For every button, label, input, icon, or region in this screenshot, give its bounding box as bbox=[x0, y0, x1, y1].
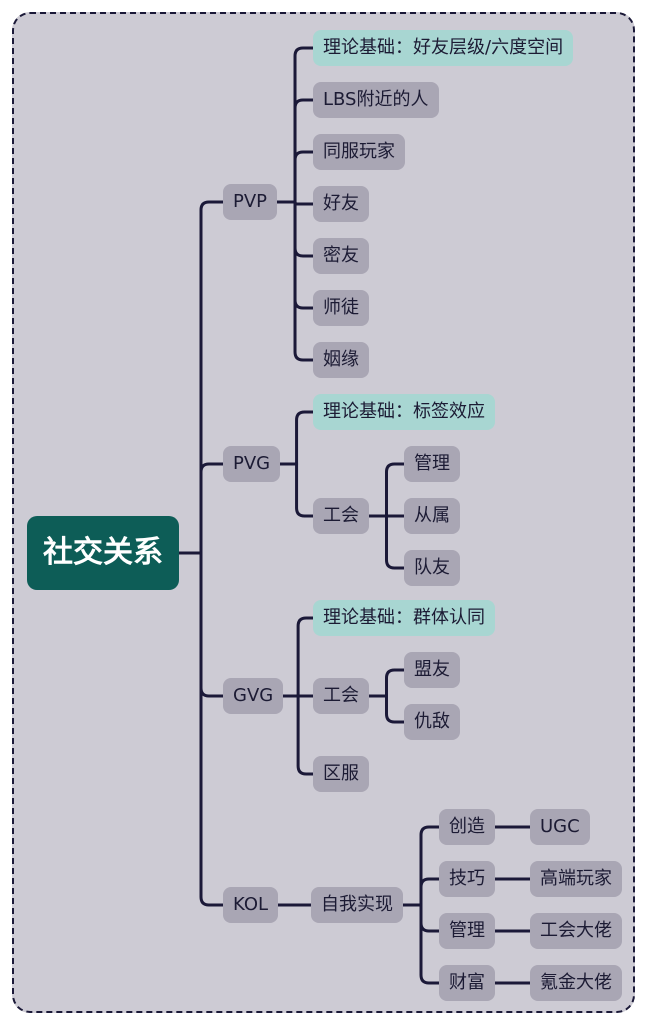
pvp-link-4 bbox=[293, 200, 315, 206]
kol-create-node[interactable]: 创造 bbox=[439, 809, 495, 845]
root-link-3 bbox=[199, 551, 225, 698]
pvp-link-1 bbox=[293, 46, 315, 204]
pvp-same-server-node[interactable]: 同服玩家 bbox=[313, 134, 405, 170]
pvp-link-3 bbox=[293, 150, 315, 204]
pvg-guild-link-1 bbox=[385, 462, 406, 518]
pvp-link-5 bbox=[293, 200, 315, 258]
gvg-server-node[interactable]: 区服 bbox=[313, 756, 369, 792]
root-node[interactable]: 社交关系 bbox=[27, 516, 179, 590]
pvp-theory-node[interactable]: 理论基础：好友层级/六度空间 bbox=[313, 30, 574, 66]
gvg-guild-node[interactable]: 工会 bbox=[313, 678, 369, 714]
kol-pro-player-node[interactable]: 高端玩家 bbox=[530, 861, 622, 897]
mindmap-canvas: 社交关系 PVP 理论基础：好友层级/六度空间 LBS附近的人 同服玩家 好友 … bbox=[12, 12, 635, 1013]
gvg-theory-node[interactable]: 理论基础：群体认同 bbox=[313, 600, 495, 636]
kol-wealth-node[interactable]: 财富 bbox=[439, 965, 495, 1001]
root-link-1 bbox=[199, 200, 225, 555]
pvg-guild-node[interactable]: 工会 bbox=[313, 498, 369, 534]
branch-kol[interactable]: KOL bbox=[223, 887, 279, 923]
branch-pvp[interactable]: PVP bbox=[223, 184, 278, 220]
pvp-marriage-node[interactable]: 姻缘 bbox=[313, 342, 369, 378]
pvg-guild-member-node[interactable]: 从属 bbox=[404, 498, 460, 534]
gvg-link-3 bbox=[296, 694, 315, 776]
pvg-guild-link-3 bbox=[385, 514, 406, 570]
pvg-link-2 bbox=[295, 462, 315, 518]
kol-self-link-3 bbox=[419, 903, 441, 933]
pvp-friend-node[interactable]: 好友 bbox=[313, 186, 369, 222]
pvp-link-7 bbox=[293, 200, 315, 362]
root-link-2 bbox=[199, 462, 225, 555]
kol-self-link-1 bbox=[419, 825, 441, 907]
kol-self-link-4 bbox=[419, 903, 441, 985]
pvp-close-friend-node[interactable]: 密友 bbox=[313, 238, 369, 274]
kol-guild-boss-node[interactable]: 工会大佬 bbox=[530, 913, 622, 949]
gvg-guild-enemy-node[interactable]: 仇敌 bbox=[404, 704, 460, 740]
branch-pvg[interactable]: PVG bbox=[223, 446, 281, 482]
kol-ugc-node[interactable]: UGC bbox=[530, 809, 590, 845]
pvg-guild-teammate-node[interactable]: 队友 bbox=[404, 550, 460, 586]
kol-manage-node[interactable]: 管理 bbox=[439, 913, 495, 949]
connector-lines bbox=[177, 46, 532, 985]
gvg-guild-link-2 bbox=[385, 694, 406, 724]
pvp-lbs-node[interactable]: LBS附近的人 bbox=[313, 82, 439, 118]
gvg-guild-ally-node[interactable]: 盟友 bbox=[404, 652, 460, 688]
branch-gvg[interactable]: GVG bbox=[223, 678, 284, 714]
gvg-link-1 bbox=[296, 616, 315, 698]
kol-skill-node[interactable]: 技巧 bbox=[439, 861, 495, 897]
root-link-4 bbox=[199, 551, 225, 907]
pvg-link-1 bbox=[295, 410, 315, 466]
gvg-guild-link-1 bbox=[385, 668, 406, 698]
pvp-mentor-node[interactable]: 师徒 bbox=[313, 290, 369, 326]
pvg-theory-node[interactable]: 理论基础：标签效应 bbox=[313, 394, 495, 430]
pvp-link-2 bbox=[293, 98, 315, 204]
kol-self-link-2 bbox=[419, 877, 441, 907]
pvg-guild-manage-node[interactable]: 管理 bbox=[404, 446, 460, 482]
kol-self-actualization-node[interactable]: 自我实现 bbox=[311, 887, 403, 923]
kol-big-spender-node[interactable]: 氪金大佬 bbox=[530, 965, 622, 1001]
